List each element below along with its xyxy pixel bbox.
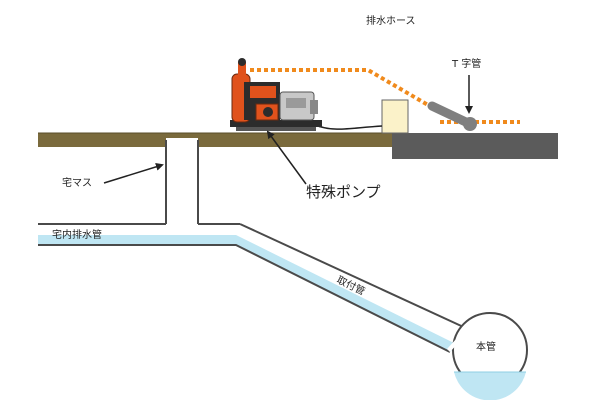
pump-arrow — [266, 130, 307, 185]
pipe-system — [38, 140, 471, 353]
label-drain-hose: 排水ホース — [366, 14, 416, 27]
drain-hose — [250, 68, 520, 124]
label-special-pump: 特殊ポンプ — [306, 183, 381, 201]
tank — [381, 99, 409, 134]
main-pipe — [452, 312, 528, 400]
main-pipe-junction — [447, 328, 470, 352]
label-main-pipe: 本管 — [476, 340, 496, 353]
pump-tank-line — [317, 125, 383, 130]
label-t-pipe: T 字管 — [451, 57, 481, 70]
label-house-basin: 宅マス — [62, 176, 92, 189]
house-basin-opening — [166, 138, 198, 150]
ground-surface — [38, 133, 392, 147]
pipe-water — [38, 235, 458, 352]
t-pipe — [427, 101, 477, 131]
house-basin-arrow — [103, 162, 164, 184]
label-house-drain-pipe: 宅内排水管 — [52, 228, 102, 241]
special-pump — [230, 58, 322, 131]
road-surface — [392, 133, 558, 159]
